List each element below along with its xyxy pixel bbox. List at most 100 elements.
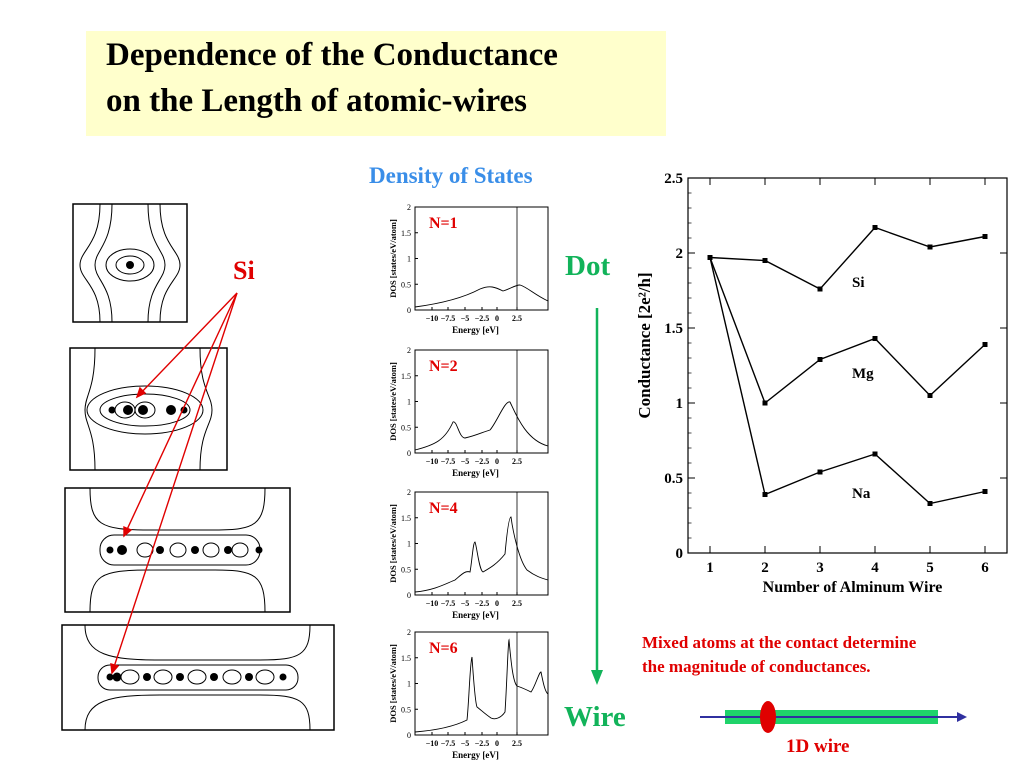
dos-ytick-label: 1.5 <box>401 372 411 381</box>
dos-ytick-label: 1.5 <box>401 514 411 523</box>
dos-ytick-label: 2 <box>407 346 411 355</box>
dos-xtick-label: −2.5 <box>475 599 490 608</box>
data-point-mg <box>927 393 933 398</box>
dos-xtick-label: −10 <box>426 599 439 608</box>
dos-xtick-label: 2.5 <box>512 599 522 608</box>
dos-xtick-label: 2.5 <box>512 457 522 466</box>
x-tick-label: 4 <box>871 560 879 576</box>
x-tick-label: 2 <box>761 560 769 576</box>
dos-xtick-label: 2.5 <box>512 314 522 323</box>
series-label-mg: Mg <box>852 366 874 382</box>
contact-atom <box>760 701 776 733</box>
dos-curve <box>414 284 549 308</box>
mixed-note-line-2: the magnitude of conductances. <box>642 657 871 676</box>
dos-ytick-label: 0.5 <box>401 280 411 289</box>
si-label: Si <box>233 256 255 285</box>
dos-panel-label: N=4 <box>429 500 458 517</box>
dos-curve <box>414 638 549 733</box>
y-tick-label: 2 <box>676 246 684 262</box>
mixed-atoms-note: Mixed atoms at the contact determine the… <box>642 631 916 679</box>
contour-panel-1 <box>72 203 188 323</box>
data-point-si <box>872 225 878 230</box>
data-point-na <box>762 492 768 497</box>
contour-panel-4 <box>61 624 335 731</box>
dos-xtick-label: −5 <box>461 739 470 748</box>
wire-label: Wire <box>564 701 626 733</box>
data-point-si <box>927 244 933 250</box>
contour-panel-3 <box>64 487 291 613</box>
dos-xtick-label: −7.5 <box>441 457 456 466</box>
data-point-na <box>872 451 878 457</box>
y-tick-label: 0.5 <box>664 471 683 487</box>
y-tick-label: 2.5 <box>664 171 683 187</box>
data-point-si <box>762 258 768 263</box>
dos-ytick-label: 0 <box>407 306 411 315</box>
dos-ytick-label: 0 <box>407 731 411 740</box>
dos-ytick-label: 0.5 <box>401 565 411 574</box>
dos-xtick-label: −10 <box>426 739 439 748</box>
data-point-na <box>982 489 988 494</box>
contour-panel-2 <box>69 347 228 471</box>
dos-xtick-label: −7.5 <box>441 739 456 748</box>
dos-xtick-label: −10 <box>426 314 439 323</box>
dos-xtick-label: 0 <box>495 314 499 323</box>
dos-panel-label: N=6 <box>429 640 458 657</box>
dos-heading: Density of States <box>369 163 533 188</box>
dos-ytick-label: 1 <box>407 398 411 407</box>
dos-xlabel: Energy [eV] <box>452 750 499 760</box>
dos-ytick-label: 1 <box>407 255 411 264</box>
dos-xtick-label: −5 <box>461 457 470 466</box>
series-line-si <box>709 226 986 290</box>
y-tick-label: 1 <box>676 396 684 412</box>
x-tick-label: 3 <box>816 560 824 576</box>
dos-xtick-label: −5 <box>461 599 470 608</box>
data-point-si <box>982 234 988 239</box>
wire-1d-diagram <box>700 701 967 733</box>
x-tick-label: 1 <box>706 560 714 576</box>
dos-xlabel: Energy [eV] <box>452 610 499 620</box>
data-point-mg <box>817 357 823 362</box>
dos-ytick-label: 2 <box>407 203 411 212</box>
dos-xtick-label: 2.5 <box>512 739 522 748</box>
dos-xtick-label: −7.5 <box>441 314 456 323</box>
title-line-1: Dependence of the Conductance <box>106 37 558 73</box>
y-tick-label: 1.5 <box>664 321 683 337</box>
data-point-mg <box>982 342 988 347</box>
data-point-na <box>927 501 933 506</box>
dos-xtick-label: −2.5 <box>475 314 490 323</box>
data-point-mg <box>762 400 768 406</box>
data-point-na <box>707 255 713 260</box>
dos-ytick-label: 2 <box>407 628 411 637</box>
series-line-mg <box>709 257 986 405</box>
dos-xtick-label: −5 <box>461 314 470 323</box>
dos-panel-label: N=2 <box>429 358 458 375</box>
series-line-na <box>709 257 986 505</box>
data-point-si <box>817 286 823 292</box>
y-tick-label: 0 <box>676 546 684 562</box>
dos-ytick-label: 1 <box>407 680 411 689</box>
dos-xtick-label: 0 <box>495 599 499 608</box>
dos-panel-label: N=1 <box>429 215 458 232</box>
series-label-si: Si <box>852 275 865 291</box>
dos-xtick-label: −2.5 <box>475 457 490 466</box>
si-pointer-arrows <box>110 292 238 675</box>
dos-xlabel: Energy [eV] <box>452 325 499 335</box>
mixed-note-line-1: Mixed atoms at the contact determine <box>642 633 917 652</box>
dos-ylabel: DOS [states/eV/atom] <box>388 504 398 583</box>
dos-ytick-label: 1.5 <box>401 229 411 238</box>
dos-xlabel: Energy [eV] <box>452 468 499 478</box>
wire-1d-label: 1D wire <box>786 736 850 757</box>
dos-ytick-label: 0.5 <box>401 423 411 432</box>
x-axis-label: Number of Alminum Wire <box>763 579 943 596</box>
dos-curve <box>414 516 549 593</box>
dos-ylabel: DOS [states/eV/atom] <box>388 644 398 723</box>
title-line-2: on the Length of atomic-wires <box>106 83 528 119</box>
dos-ylabel: DOS [states/eV/atom] <box>388 219 398 298</box>
data-point-mg <box>872 336 878 341</box>
